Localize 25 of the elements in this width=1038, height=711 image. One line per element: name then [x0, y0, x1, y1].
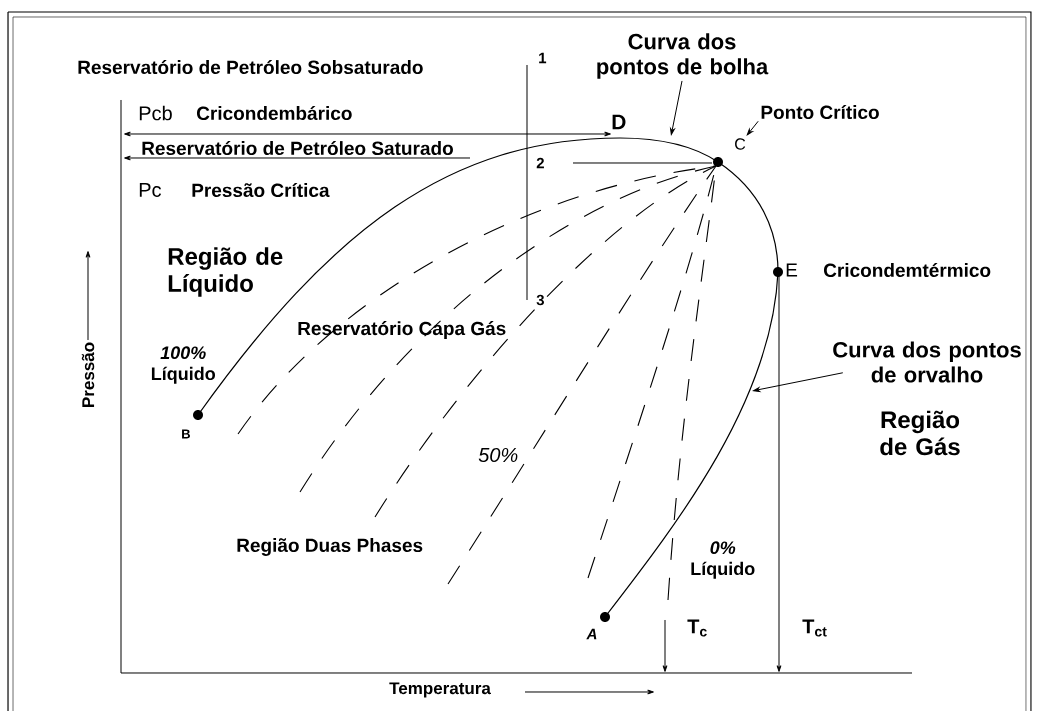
temperature-label: T$_{ct}$	[802, 619, 827, 637]
leader-line	[753, 372, 844, 392]
point-number: 1	[539, 52, 547, 64]
point-number: 2	[536, 157, 544, 169]
annotation-text: Região Duas Phases	[237, 538, 423, 556]
axis-label: Temperatura	[389, 682, 491, 698]
symbol-label: Pc	[139, 183, 161, 197]
annotation-text: Reservatório de Petróleo Saturado	[142, 140, 453, 156]
annotation-text: Pressão Crítica	[192, 182, 330, 198]
leader-line	[746, 120, 759, 136]
region-label: Região de Gás	[880, 410, 960, 456]
annotation-text: Reservatório de Petróleo Sobsaturado	[78, 59, 423, 75]
leader-line	[670, 80, 683, 135]
point-number: 3	[536, 294, 544, 306]
annotation-text: Curva dos pontos de orvalho	[833, 341, 1021, 383]
symbol-label: Pcb	[139, 105, 172, 121]
annotation-text: 100% Líquido	[151, 346, 215, 384]
annotation-text: 0% Líquido	[691, 541, 755, 579]
point-label: A	[586, 628, 597, 640]
annotation-text: Ponto Crítico	[761, 104, 879, 120]
axis-label: Pressão	[81, 342, 95, 407]
region-label: Região de Líquido	[168, 247, 283, 297]
annotation-text: Cricondemtérmico	[824, 262, 991, 278]
annotation-text: Curva dos pontos de bolha	[597, 33, 769, 79]
annotation-text: 50%	[478, 447, 518, 463]
